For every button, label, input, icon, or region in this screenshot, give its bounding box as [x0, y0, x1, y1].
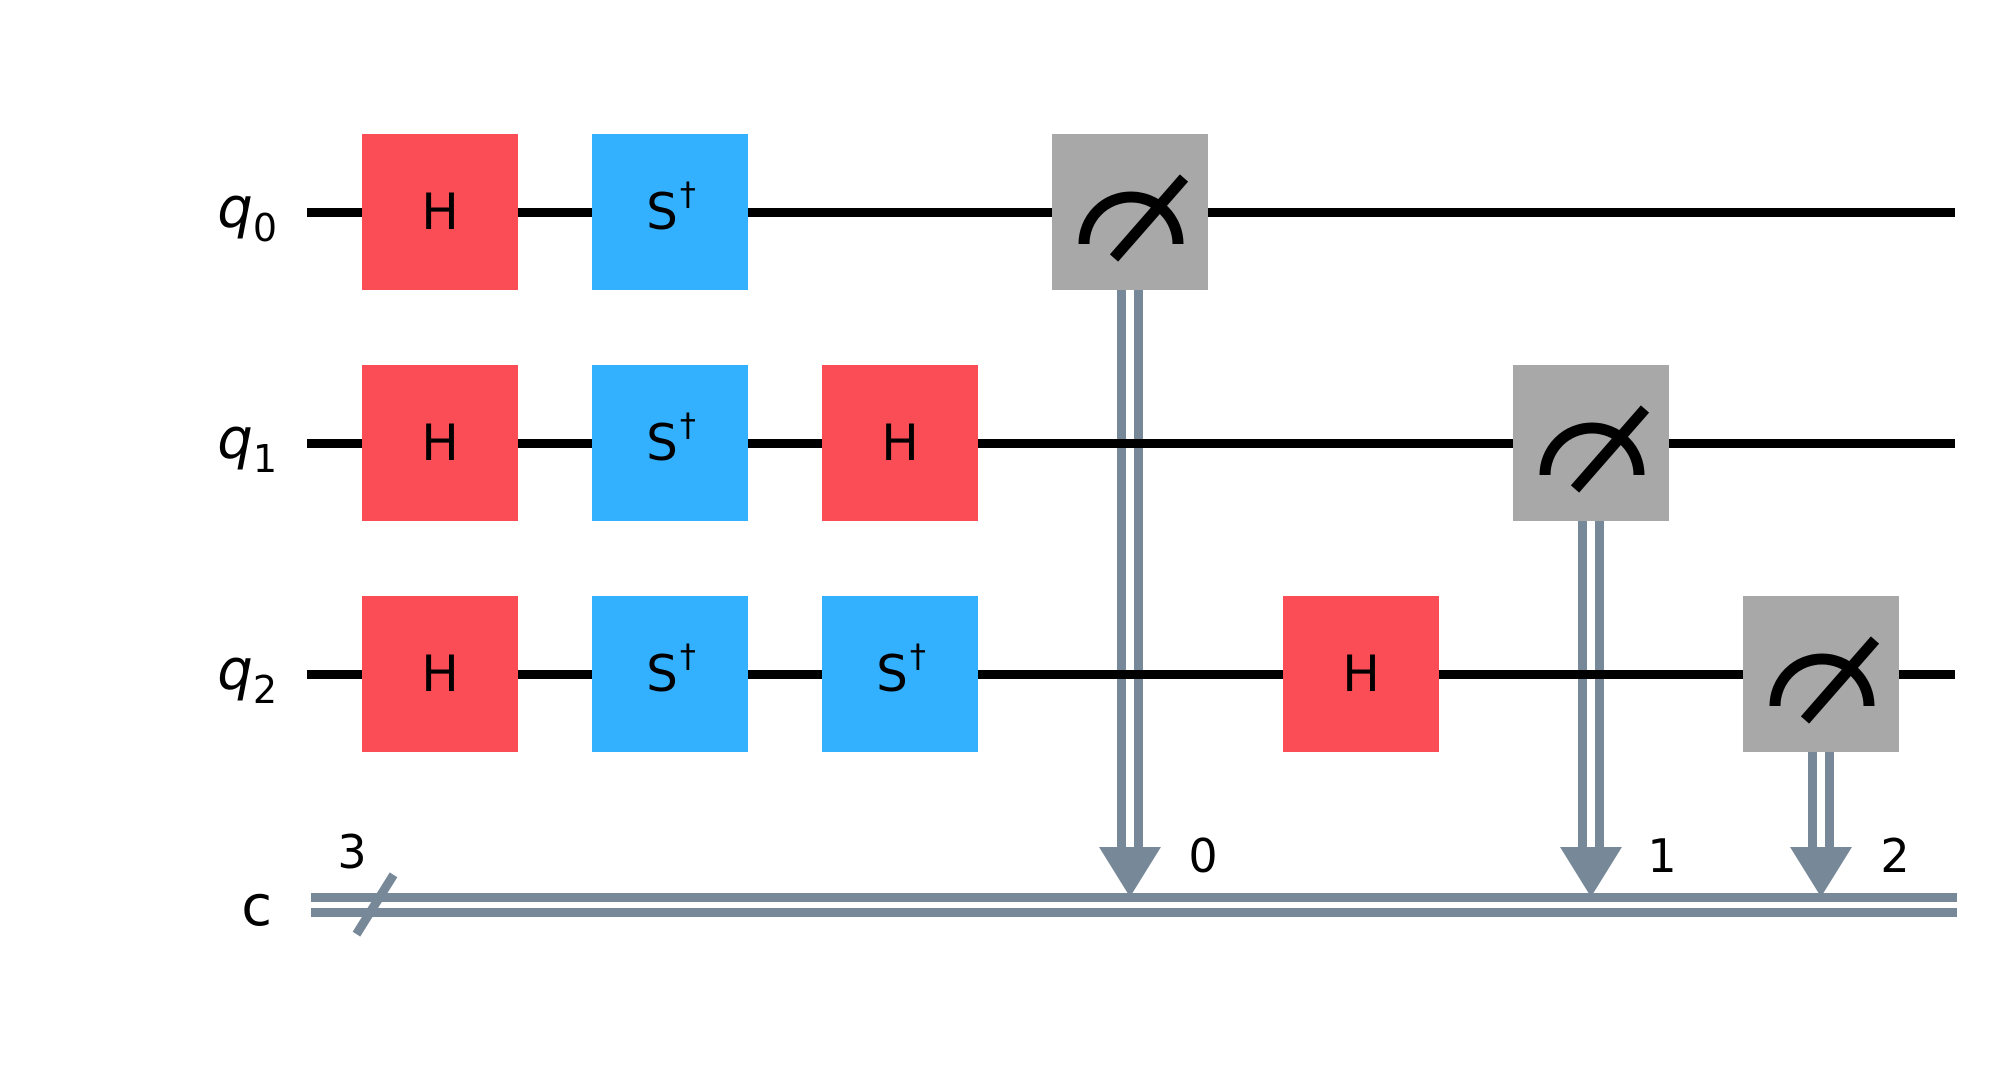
- clbit-label-0: 0: [1188, 829, 1218, 883]
- h-gate-q2-2: H: [1283, 596, 1439, 752]
- classical-arrowhead-0: [1099, 847, 1161, 897]
- gate-dagger: †: [679, 406, 696, 444]
- qubit-label-q1: q1: [217, 412, 277, 481]
- gate-label: H: [421, 414, 459, 472]
- classical-vertical-wire-q0-left: [1117, 290, 1126, 856]
- qubit-wire-q2: [307, 670, 1955, 679]
- h-gate-q1: H: [362, 365, 518, 521]
- measure-gate-q0: [1052, 134, 1208, 290]
- sdg-gate-q2-2: S†: [822, 596, 978, 752]
- measure-icon: [1539, 405, 1650, 493]
- qubit-label-base: q: [217, 407, 253, 472]
- qubit-label-q2: q2: [217, 643, 277, 712]
- classical-vertical-wire-q1-left: [1578, 521, 1587, 856]
- gate-label: S: [646, 645, 678, 703]
- h-gate-q1-2: H: [822, 365, 978, 521]
- classical-wire-bottom: [311, 908, 1957, 917]
- qubit-label-q0: q0: [217, 181, 277, 250]
- bit-width-slash: [352, 872, 398, 937]
- gate-label: H: [421, 645, 459, 703]
- classical-label-c: c: [241, 874, 272, 939]
- gate-dagger: †: [679, 175, 696, 213]
- h-gate-q2: H: [362, 596, 518, 752]
- measure-icon: [1769, 636, 1880, 724]
- classical-arrowhead-2: [1790, 847, 1852, 897]
- clbit-label-2: 2: [1880, 829, 1910, 883]
- qubit-label-subscript: 2: [252, 668, 277, 712]
- classical-vertical-wire-q2-left: [1808, 752, 1817, 856]
- gate-label: H: [1342, 645, 1380, 703]
- measure-icon: [1078, 174, 1189, 262]
- classical-vertical-wire-q1-right: [1595, 521, 1604, 856]
- gate-label: S: [646, 183, 678, 241]
- classical-bit-width-label: 3: [337, 825, 367, 879]
- gate-label: S: [876, 645, 908, 703]
- gate-dagger: †: [679, 637, 696, 675]
- qubit-label-subscript: 0: [252, 206, 277, 250]
- classical-vertical-wire-q2-right: [1825, 752, 1834, 856]
- qubit-wire-q1: [307, 439, 1955, 448]
- gate-label: S: [646, 414, 678, 472]
- classical-vertical-wire-q0-right: [1134, 290, 1143, 856]
- qubit-label-base: q: [217, 638, 253, 703]
- gate-dagger: †: [909, 637, 926, 675]
- gate-label: H: [881, 414, 919, 472]
- sdg-gate-q0: S†: [592, 134, 748, 290]
- h-gate-q0: H: [362, 134, 518, 290]
- clbit-label-1: 1: [1647, 829, 1677, 883]
- sdg-gate-q2: S†: [592, 596, 748, 752]
- measure-gate-q1: [1513, 365, 1669, 521]
- sdg-gate-q1: S†: [592, 365, 748, 521]
- qubit-label-base: q: [217, 176, 253, 241]
- measure-gate-q2: [1743, 596, 1899, 752]
- gate-label: H: [421, 183, 459, 241]
- classical-arrowhead-1: [1560, 847, 1622, 897]
- qubit-label-subscript: 1: [252, 437, 277, 481]
- classical-wire-top: [311, 893, 1957, 902]
